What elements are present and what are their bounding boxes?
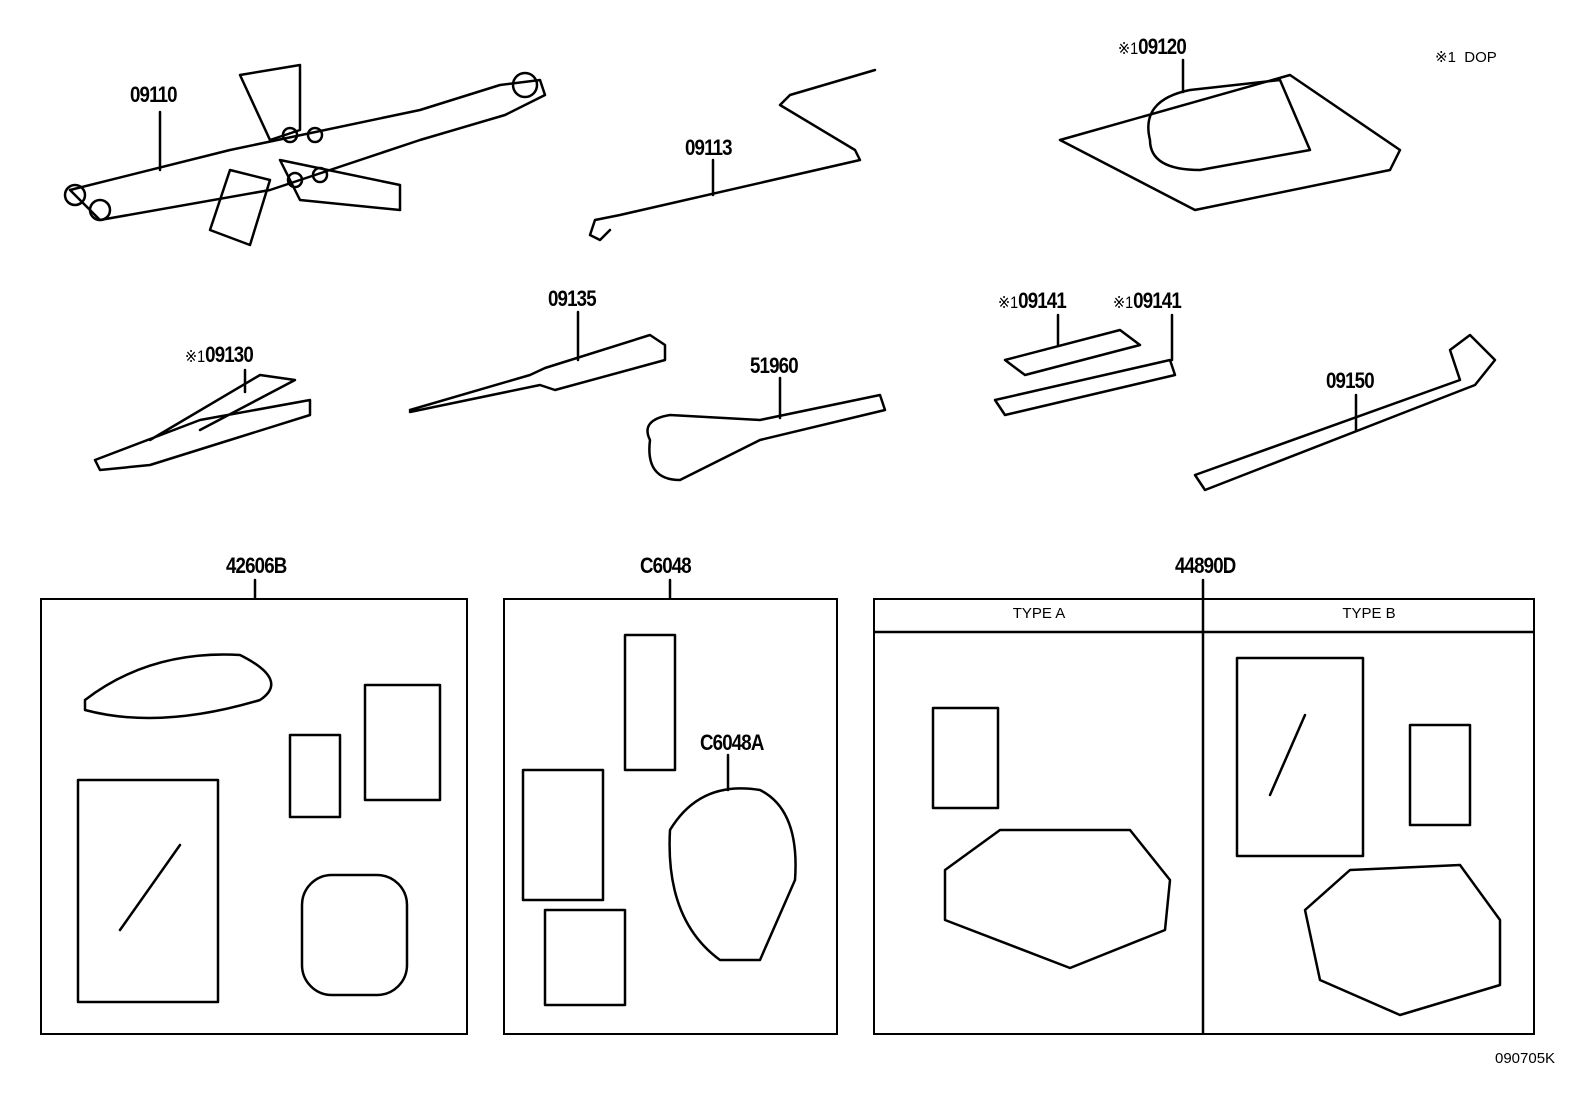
kit-box-c6048: [503, 598, 838, 1035]
diagram-code: 090705K: [1495, 1050, 1556, 1067]
part-label-09141-b: ※109141: [1113, 288, 1182, 313]
pliers-drawing: [93, 373, 312, 472]
lug-wrench-drawing: [1193, 333, 1497, 492]
kit-box-44890d: [873, 598, 1535, 1035]
part-label-09110: 09110: [130, 82, 178, 107]
wrench-2-drawing: [993, 358, 1177, 417]
part-label-09120: ※109120: [1118, 34, 1187, 59]
part-label-51960: 51960: [750, 353, 799, 378]
part-label-09113: 09113: [685, 135, 733, 160]
scissor-jack-drawing: [63, 63, 547, 247]
kit-label-42606b: 42606B: [226, 553, 287, 578]
kit-label-44890d: 44890D: [1175, 553, 1236, 578]
part-label-09135: 09135: [548, 286, 597, 311]
kit-label-c6048: C6048: [640, 553, 692, 578]
kit-label-c6048a: C6048A: [700, 730, 764, 755]
type-b-label: TYPE B: [1342, 605, 1396, 622]
tool-bag-drawing: [1058, 73, 1402, 212]
screwdriver-drawing: [408, 333, 667, 414]
kit-box-42606b: [40, 598, 468, 1035]
tow-hook-drawing: [646, 393, 887, 482]
part-label-09150: 09150: [1326, 368, 1375, 393]
part-label-09141-a: ※109141: [998, 288, 1067, 313]
legend-note: ※1 DOP: [1435, 49, 1497, 66]
type-a-label: TYPE A: [1012, 605, 1066, 622]
part-label-09130: ※109130: [185, 342, 254, 367]
wrench-1-drawing: [1003, 328, 1142, 377]
jack-handle-drawing: [588, 68, 877, 242]
